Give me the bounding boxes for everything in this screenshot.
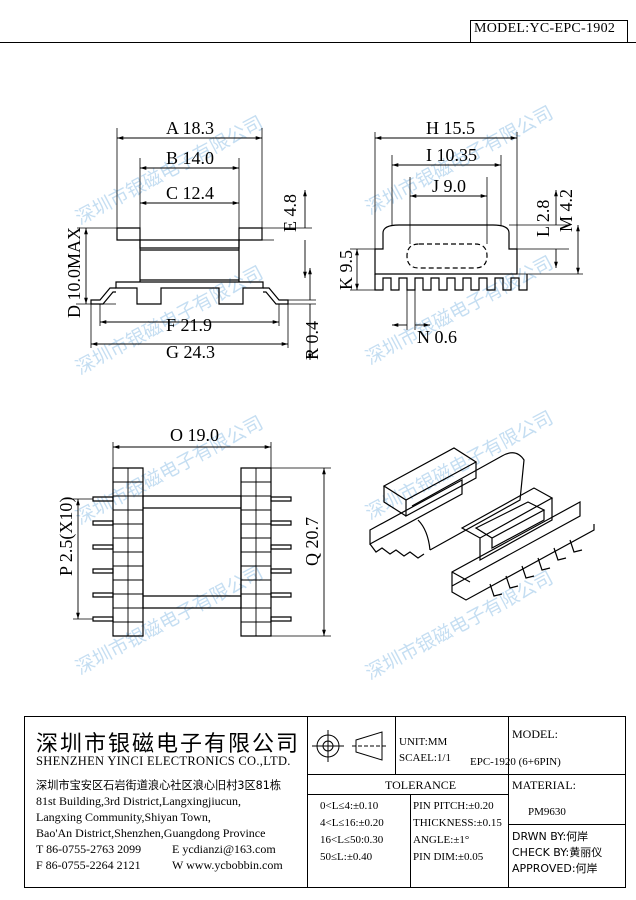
technical-drawing: 深圳市银磁电子有限公司 深圳市银磁电子有限公司 深圳市银磁电子有限公司 深圳市银…	[56, 102, 595, 685]
side-view-ext-lines	[350, 132, 583, 330]
side-view-window	[406, 243, 488, 269]
top-view-right-segments	[241, 468, 271, 636]
dim-n: N 0.6	[417, 327, 457, 347]
tolerance-row: 0<L≤4:±0.10	[320, 800, 379, 812]
address-cn: 深圳市宝安区石岩街道浪心社区浪心旧村3区81栋	[36, 779, 282, 792]
header-rule	[0, 42, 636, 43]
iso-core	[411, 452, 525, 551]
side-view	[350, 132, 583, 330]
model-header-box	[470, 20, 628, 43]
top-view	[73, 442, 331, 637]
dim-l: L 2.8	[533, 200, 553, 237]
projection-symbol-icon	[312, 730, 388, 762]
title-block-divider-h2	[508, 824, 626, 825]
unit-label: UNIT:MM	[399, 736, 448, 748]
dim-i: I 10.35	[426, 145, 477, 165]
title-block-divider-h1	[307, 774, 626, 775]
material-label: MATERIAL:	[512, 778, 576, 792]
check-by: CHECK BY:黄丽仪	[512, 846, 603, 859]
watermark-4: 深圳市银磁电子有限公司	[362, 252, 557, 370]
iso-pins	[489, 539, 583, 597]
model-value: EPC-1920 (6+6PIN)	[470, 756, 561, 768]
watermark-8: 深圳市银磁电子有限公司	[362, 567, 557, 685]
model-label: MODEL:	[512, 727, 558, 741]
scale-label: SCAEL:1/1	[399, 752, 451, 764]
tolerance-row: 50≤L:±0.40	[320, 851, 373, 863]
top-view-core	[142, 495, 242, 609]
dimension-labels: A 18.3 B 14.0 C 12.4 E 4.8 D 10.0MAX F 2…	[56, 118, 576, 576]
material-value: PM9630	[528, 806, 566, 818]
dim-f: F 21.9	[166, 315, 212, 335]
dim-c: C 12.4	[166, 183, 214, 203]
title-block-divider-unit	[395, 716, 396, 774]
front-view-outline	[116, 227, 263, 249]
tolerance-row: 16<L≤50:0.30	[320, 834, 384, 846]
drawn-by: DRWN BY:何岸	[512, 830, 589, 843]
pin-tolerance-row: ANGLE:±1°	[413, 834, 470, 846]
address-en-line-2: Langxing Community,Shiyan Town,	[36, 810, 211, 824]
contact-email: E ycdianzi@163.com	[172, 842, 276, 856]
dim-h: H 15.5	[426, 118, 475, 138]
contact-web: W www.ycbobbin.com	[172, 858, 283, 872]
dim-m: M 4.2	[556, 189, 576, 232]
approved-by: APPROVED:何岸	[512, 862, 598, 875]
top-view-right-pins	[270, 496, 292, 622]
dim-b: B 14.0	[166, 148, 214, 168]
dim-q: Q 20.7	[302, 517, 322, 566]
dim-r: R 0.4	[302, 321, 322, 360]
company-name-cn: 深圳市银磁电子有限公司	[36, 732, 301, 757]
title-block-divider-main	[307, 716, 308, 888]
dim-p: P 2.5(X10)	[56, 497, 77, 576]
front-view	[76, 128, 316, 348]
iso-lower-flange	[460, 487, 554, 562]
address-en-line-1: 81st Building,3rd District,Langxingjiucu…	[36, 794, 241, 808]
title-block-divider-v2	[410, 794, 411, 888]
contact-tel: T 86-0755-2763 2099	[36, 842, 142, 856]
top-view-ext-lines	[73, 442, 331, 637]
tolerance-title: TOLERANCE	[385, 778, 457, 792]
side-view-comb	[374, 274, 528, 291]
front-view-right-pin	[263, 287, 289, 305]
side-view-outline	[374, 224, 518, 275]
dim-j: J 9.0	[432, 176, 466, 196]
dim-e: E 4.8	[280, 194, 300, 232]
iso-base-left	[369, 478, 463, 559]
dim-a: A 18.3	[166, 118, 214, 138]
front-view-body	[139, 240, 240, 282]
contact-fax: F 86-0755-2264 2121	[36, 858, 141, 872]
front-view-ext-lines	[76, 128, 316, 348]
title-block	[24, 716, 626, 888]
title-block-divider-tol	[307, 794, 508, 795]
dim-d: D 10.0MAX	[64, 227, 84, 318]
dim-k: K 9.5	[336, 250, 356, 290]
watermark-layer: 深圳市银磁电子有限公司 深圳市银磁电子有限公司 深圳市银磁电子有限公司 深圳市银…	[72, 102, 557, 685]
title-block-divider-right	[508, 716, 509, 888]
top-view-left-segments	[113, 468, 143, 636]
tolerance-row: 4<L≤16:±0.20	[320, 817, 384, 829]
front-view-left-pin	[90, 287, 116, 305]
pin-tolerance-row: PIN PITCH:±0.20	[413, 800, 494, 812]
isometric-view	[369, 447, 595, 601]
address-en-line-3: Bao'An District,Shenzhen,Guangdong Provi…	[36, 826, 266, 840]
top-view-left-pins	[92, 496, 114, 622]
iso-tab	[474, 501, 546, 550]
dimension-lines	[76, 136, 580, 636]
iso-base-right	[451, 500, 595, 601]
dim-o: O 19.0	[170, 425, 219, 445]
pin-tolerance-row: PIN DIM:±0.05	[413, 851, 484, 863]
model-header: MODEL:YC-EPC-1902	[474, 21, 616, 36]
company-name-en: SHENZHEN YINCI ELECTRONICS CO.,LTD.	[36, 754, 291, 768]
dim-g: G 24.3	[166, 342, 215, 362]
pin-tolerance-row: THICKNESS:±0.15	[413, 817, 502, 829]
